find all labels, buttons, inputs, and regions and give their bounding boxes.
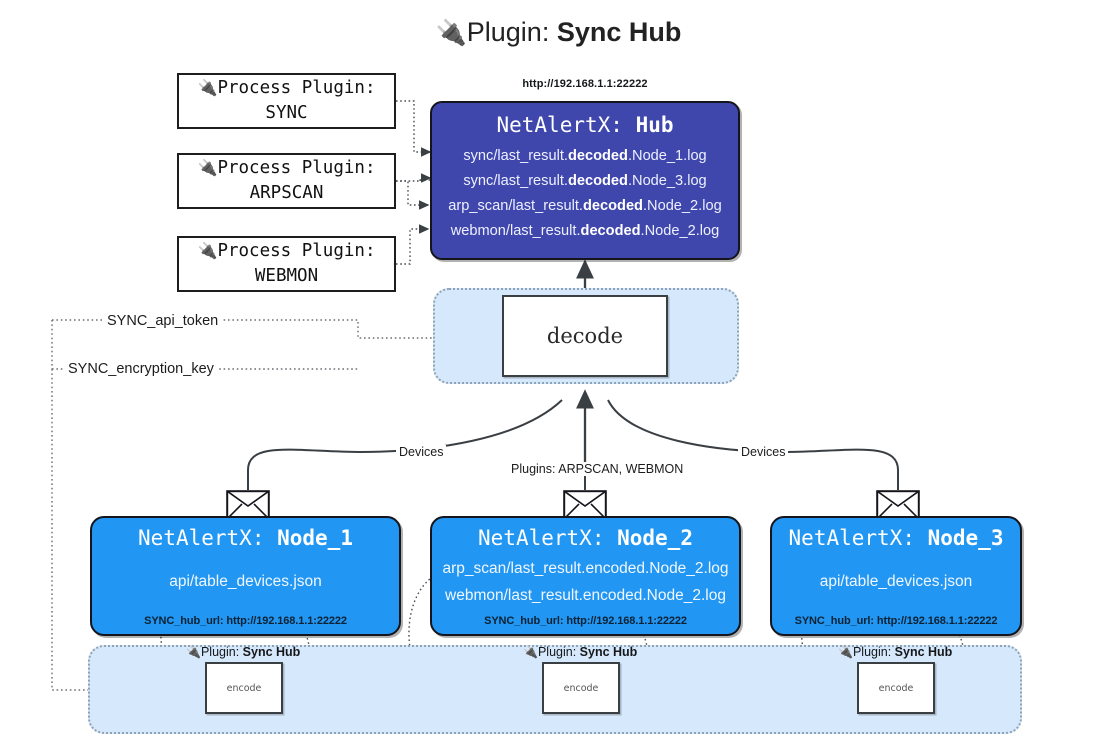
process-plugin-sync-line2: SYNC	[265, 103, 308, 123]
page-title: 🔌Plugin: Sync Hub	[0, 16, 1117, 50]
hub-log-line: sync/last_result.decoded.Node_1.log	[463, 148, 707, 164]
node-line: webmon/last_result.encoded.Node_2.log	[445, 586, 726, 604]
plug-icon: 🔌	[838, 645, 853, 659]
hub-title-name: Hub	[635, 113, 674, 137]
encode-box-1[interactable]: encode	[205, 662, 283, 714]
hub-url-label: http://192.168.1.1:22222	[522, 78, 648, 90]
edge-label-devices-right: Devices	[738, 445, 789, 459]
node-3-lines: api/table_devices.json	[772, 550, 1020, 615]
hub-log-line: sync/last_result.decoded.Node_3.log	[463, 173, 707, 190]
plug-icon: 🔌	[523, 645, 538, 659]
node-line: arp_scan/last_result.encoded.Node_2.log	[442, 560, 729, 578]
process-plugin-arpscan-line2: ARPSCAN	[249, 183, 324, 203]
encode-box-3[interactable]: encode	[857, 662, 935, 714]
hub-title: NetAlertX: Hub	[496, 113, 673, 137]
hub-node[interactable]: NetAlertX: Hub sync/last_result.decoded.…	[430, 101, 740, 260]
encode-caption-1: 🔌Plugin: Sync Hub	[186, 645, 301, 659]
page-title-strong: Sync Hub	[556, 17, 682, 47]
process-plugin-webmon-line2: WEBMON	[254, 266, 319, 286]
node-box-node-1[interactable]: NetAlertX: Node_1 api/table_devices.json…	[90, 516, 401, 636]
envelope-icon	[876, 490, 920, 520]
hub-log-line: webmon/last_result.decoded.Node_2.log	[450, 223, 720, 240]
process-plugin-webmon-line1: 🔌Process Plugin:	[197, 241, 376, 262]
node-1-title: NetAlertX: Node_1	[138, 526, 353, 550]
hub-title-prefix: NetAlertX:	[496, 113, 636, 137]
node-2-footer: SYNC_hub_url: http://192.168.1.1:22222	[484, 615, 687, 627]
page-title-lead: Plugin:	[466, 17, 557, 47]
encode-label: encode	[563, 682, 599, 694]
plug-icon: 🔌	[186, 645, 201, 659]
node-line: api/table_devices.json	[169, 573, 322, 591]
decode-box[interactable]: decode	[502, 295, 668, 377]
node-box-node-2[interactable]: NetAlertX: Node_2 arp_scan/last_result.e…	[430, 516, 741, 636]
node-3-footer: SYNC_hub_url: http://192.168.1.1:22222	[794, 615, 998, 627]
node-2-lines: arp_scan/last_result.encoded.Node_2.log …	[432, 550, 739, 615]
node-3-title: NetAlertX: Node_3	[788, 526, 1004, 550]
hub-log-line: arp_scan/last_result.decoded.Node_2.log	[448, 198, 722, 215]
process-plugin-arpscan-line1: 🔌Process Plugin:	[197, 158, 376, 179]
encode-box-2[interactable]: encode	[542, 662, 620, 714]
secret-label-encryption-key: SYNC_encryption_key	[64, 361, 218, 377]
node-2-title: NetAlertX: Node_2	[478, 526, 693, 550]
node-box-node-3[interactable]: NetAlertX: Node_3 api/table_devices.json…	[770, 516, 1022, 636]
process-plugin-arpscan[interactable]: 🔌Process Plugin: ARPSCAN	[177, 153, 396, 209]
encode-label: encode	[878, 682, 914, 694]
node-1-footer: SYNC_hub_url: http://192.168.1.1:22222	[144, 615, 347, 627]
edge-label-devices-left: Devices	[396, 445, 447, 459]
node-1-lines: api/table_devices.json	[92, 550, 399, 615]
secret-label-api-token: SYNC_api_token	[103, 313, 223, 329]
process-plugin-sync-line1: 🔌Process Plugin:	[197, 78, 376, 99]
encode-label: encode	[226, 682, 262, 694]
encode-caption-2: 🔌Plugin: Sync Hub	[523, 645, 638, 659]
edge-label-plugins-center: Plugins: ARPSCAN, WEBMON	[508, 462, 687, 476]
process-plugin-webmon[interactable]: 🔌Process Plugin: WEBMON	[177, 236, 396, 292]
plug-icon: 🔌	[435, 19, 467, 47]
plug-icon: 🔌	[197, 241, 218, 261]
encode-caption-3: 🔌Plugin: Sync Hub	[838, 645, 953, 659]
decode-label: decode	[546, 324, 624, 348]
node-line: api/table_devices.json	[819, 573, 973, 591]
plug-icon: 🔌	[197, 78, 218, 98]
plug-icon: 🔌	[197, 158, 218, 178]
process-plugin-sync[interactable]: 🔌Process Plugin: SYNC	[177, 73, 396, 129]
